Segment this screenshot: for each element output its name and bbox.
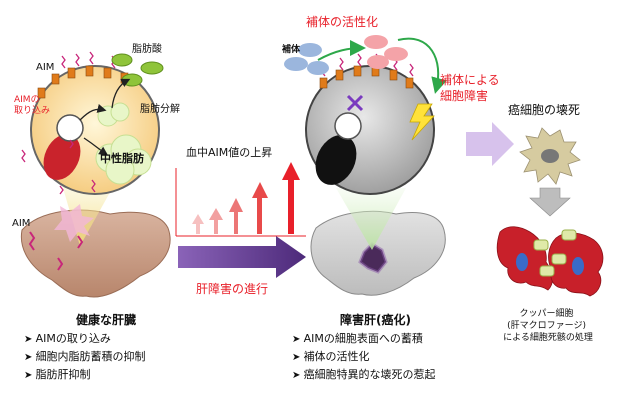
damaged-caption: 障害肝(癌化) AIMの細胞表面への蓄積 補体の活性化 癌細胞特異的な壊死の惹起 bbox=[292, 312, 436, 384]
label-neutral-fat: 中性脂肪 bbox=[100, 151, 144, 165]
zoom-cone-center bbox=[336, 188, 406, 250]
activation-arrow bbox=[317, 40, 366, 61]
healthy-bullet-2: 細胞内脂肪蓄積の抑制 bbox=[24, 348, 146, 366]
zoom-cone-left bbox=[60, 178, 118, 246]
rise-arrow-3 bbox=[229, 198, 243, 234]
burst-left bbox=[54, 204, 94, 242]
label-aim-uptake-line2: 取り込み bbox=[14, 105, 50, 116]
healthy-liver-panel bbox=[20, 51, 171, 298]
label-complement-injury: 補体による 細胞障害 bbox=[440, 73, 503, 103]
rise-arrow-1 bbox=[192, 214, 204, 234]
nucleus-black bbox=[315, 135, 357, 185]
label-blood-aim-rise: 血中AIM値の上昇 bbox=[186, 145, 272, 159]
damaged-liver-panel bbox=[305, 53, 446, 296]
necrotic-nucleus bbox=[541, 149, 559, 163]
healthy-bullet-1: AIMの取り込み bbox=[24, 330, 146, 348]
label-complement: 補体 bbox=[281, 43, 301, 55]
rise-arrow-2 bbox=[209, 208, 223, 234]
label-cancer-necrosis: 癌細胞の壊死 bbox=[508, 102, 580, 117]
healthy-bullet-3: 脂肪肝抑制 bbox=[24, 366, 146, 384]
complement-blue bbox=[284, 43, 329, 75]
healthy-liver bbox=[20, 209, 171, 298]
label-fatty-acid: 脂肪酸 bbox=[132, 42, 162, 55]
down-arrow bbox=[529, 187, 571, 217]
kupffer-cells bbox=[496, 226, 604, 297]
rise-arrow-4 bbox=[252, 182, 268, 234]
label-aim-uptake: AIMの 取り込み bbox=[14, 95, 50, 116]
aim-zigzag-left bbox=[28, 231, 84, 271]
aim-rise-chart bbox=[175, 162, 306, 237]
label-aim-left: AIM bbox=[12, 218, 30, 229]
label-liver-progress: 肝障害の進行 bbox=[196, 281, 268, 296]
aim-molecules-left bbox=[21, 51, 116, 195]
vesicle-center bbox=[334, 112, 362, 140]
neutral-fat-cloud bbox=[95, 102, 152, 185]
progress-arrow bbox=[178, 236, 306, 278]
lightning-icon bbox=[409, 103, 435, 141]
complement-pink bbox=[364, 35, 408, 69]
lilac-arrow bbox=[466, 122, 514, 166]
label-kupffer: クッパー細胞 (肝マクロファージ) による細胞死骸の処理 bbox=[503, 307, 593, 343]
x-mark-icon bbox=[346, 94, 364, 112]
damaged-bullet-2: 補体の活性化 bbox=[292, 348, 436, 366]
damaged-bullet-1: AIMの細胞表面への蓄積 bbox=[292, 330, 436, 348]
label-lipolysis: 脂肪分解 bbox=[140, 102, 180, 115]
healthy-title: 健康な肝臓 bbox=[76, 313, 137, 327]
injury-arrow bbox=[397, 37, 447, 94]
healthy-caption: 健康な肝臓 AIMの取り込み 細胞内脂肪蓄積の抑制 脂肪肝抑制 bbox=[24, 312, 146, 384]
vesicle bbox=[56, 114, 84, 142]
label-aim-top: AIM bbox=[36, 62, 54, 73]
label-complement-activation: 補体の活性化 bbox=[306, 15, 378, 29]
damaged-title: 障害肝(癌化) bbox=[340, 313, 411, 327]
aim-receptors-center bbox=[319, 65, 414, 89]
damaged-bullet-3: 癌細胞特異的な壊死の惹起 bbox=[292, 366, 436, 384]
rise-arrow-5 bbox=[282, 162, 300, 234]
